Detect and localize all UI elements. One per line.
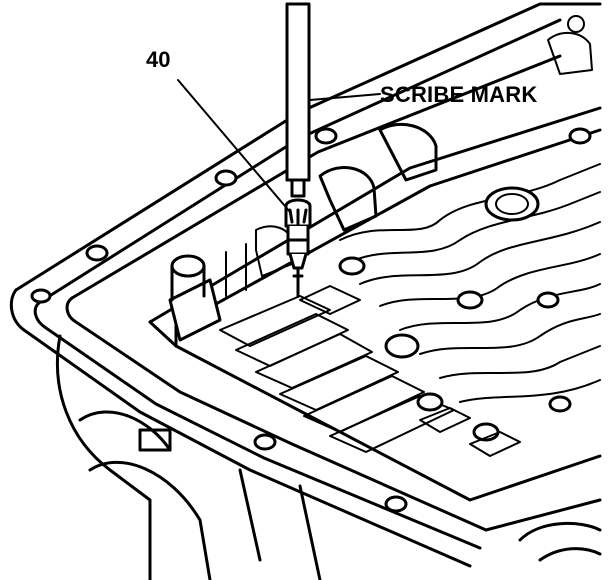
transmission-case (9, 2, 602, 580)
leader-lines (177, 79, 381, 213)
valve-body (148, 106, 602, 502)
part-40-fitting (284, 198, 312, 298)
scribe-tool (285, 2, 311, 198)
callout-part-number: 40 (146, 47, 171, 72)
callout-scribe-mark: SCRIBE MARK (380, 82, 538, 107)
